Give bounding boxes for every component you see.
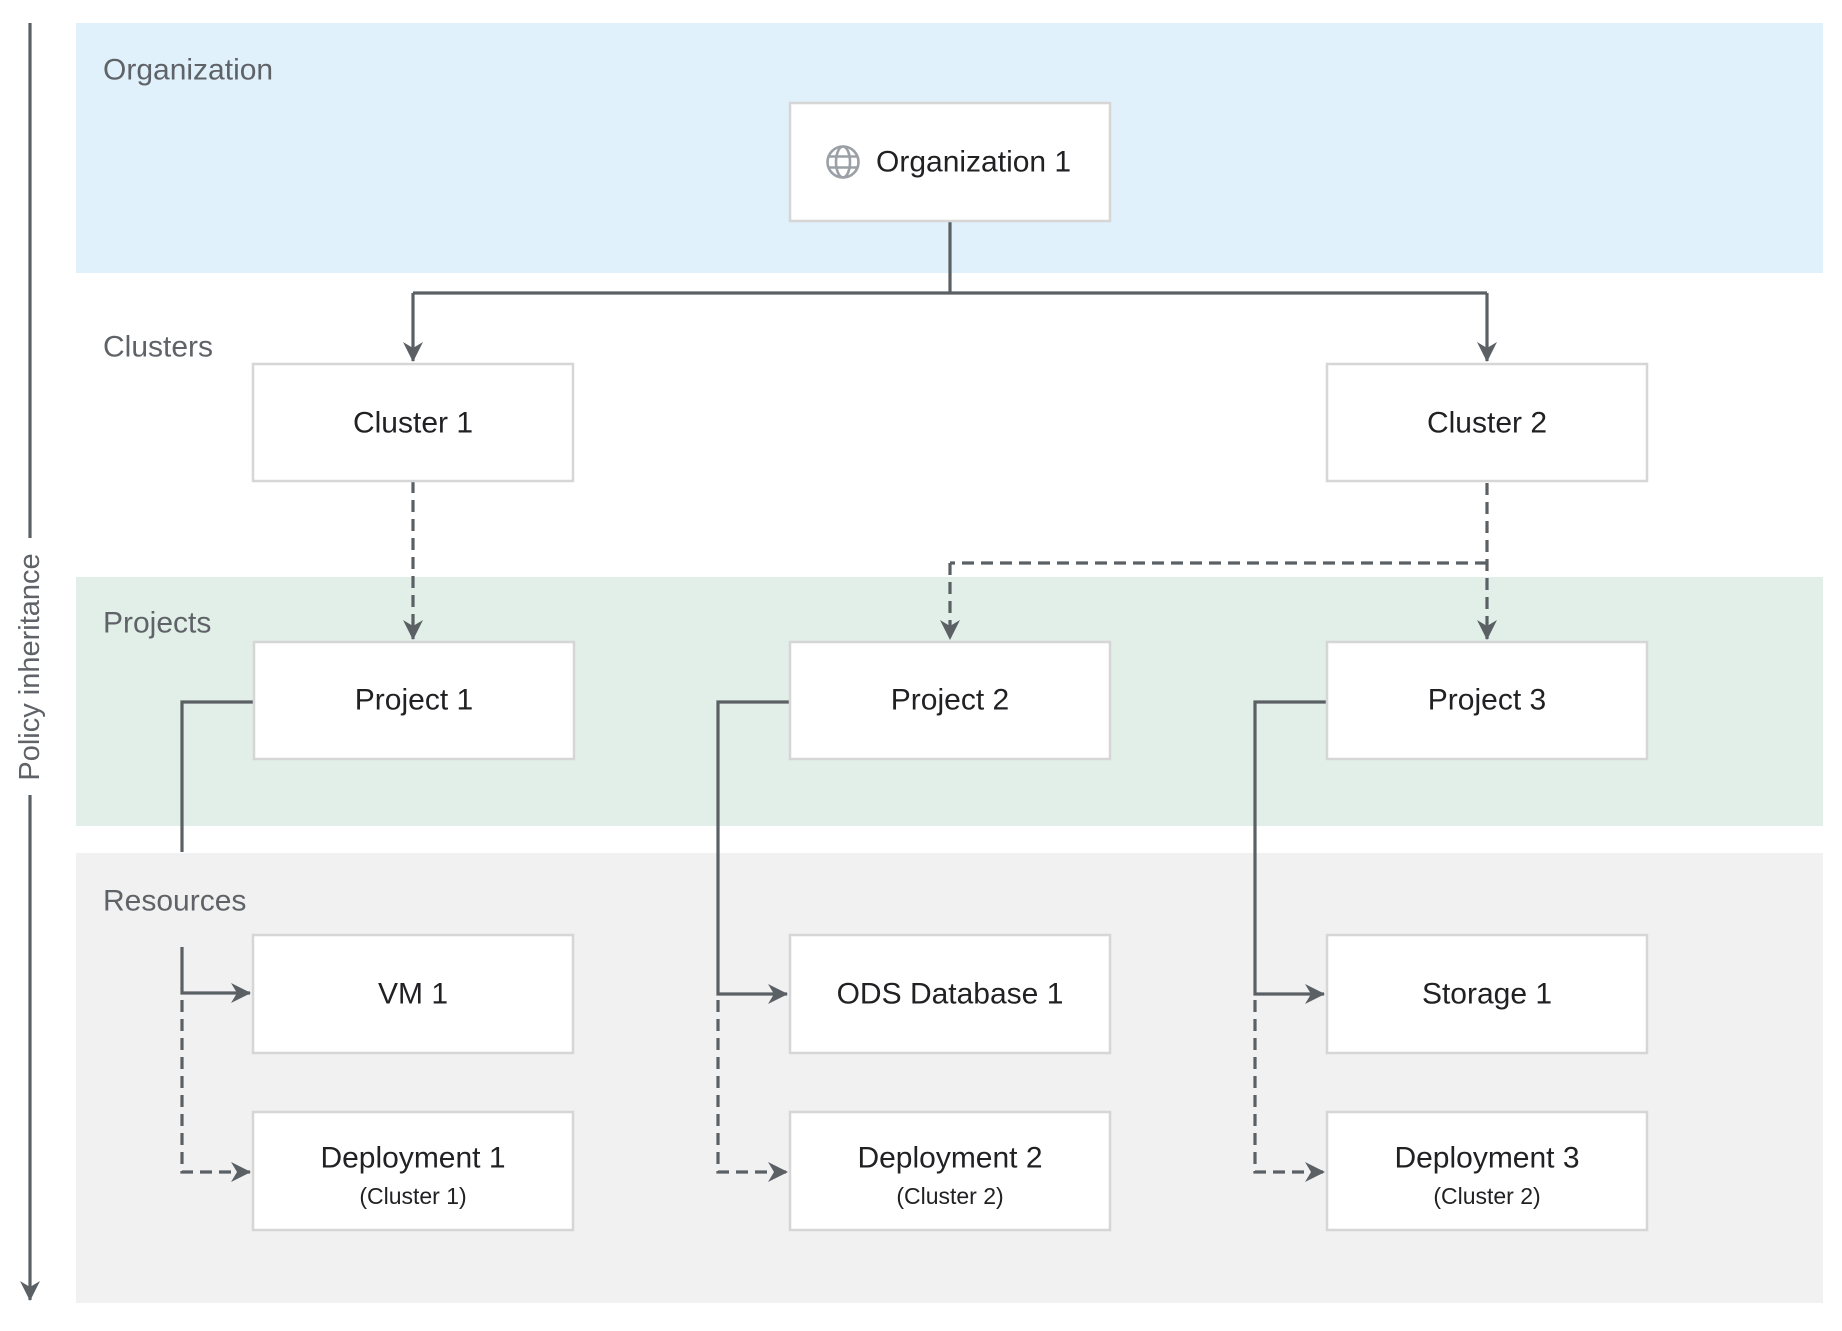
resources-band-label: Resources bbox=[103, 885, 246, 918]
project1-label: Project 1 bbox=[355, 684, 473, 717]
node-deployment2: Deployment 2 (Cluster 2) bbox=[788, 1110, 1112, 1232]
edge-project1-to-deployment1 bbox=[180, 1000, 251, 1182]
edge-project2-to-ods bbox=[716, 700, 790, 1004]
node-project2: Project 2 bbox=[788, 640, 1112, 761]
node-cluster2: Cluster 2 bbox=[1325, 362, 1649, 483]
cluster2-box bbox=[1325, 362, 1649, 483]
project1-box bbox=[252, 640, 576, 761]
clusters-row-label: Clusters bbox=[103, 331, 213, 364]
project3-label: Project 3 bbox=[1428, 684, 1546, 717]
cluster1-box bbox=[251, 362, 575, 483]
node-project3: Project 3 bbox=[1325, 640, 1649, 761]
storage1-label: Storage 1 bbox=[1422, 978, 1552, 1011]
policy-inheritance-label: Policy inheritance bbox=[14, 553, 46, 780]
organization1-box bbox=[788, 101, 1112, 223]
edge-project1-to-vm1 bbox=[180, 947, 251, 1003]
node-deployment1: Deployment 1 (Cluster 1) bbox=[251, 1110, 575, 1232]
deployment1-label: Deployment 1 bbox=[320, 1142, 505, 1175]
globe-icon bbox=[826, 145, 860, 179]
projects-band-label: Projects bbox=[103, 607, 211, 640]
node-vm1: VM 1 bbox=[251, 933, 575, 1055]
policy-inheritance-axis: Policy inheritance bbox=[14, 23, 46, 1301]
edge-project1-stub bbox=[180, 700, 254, 852]
edge-project3-to-storage1 bbox=[1253, 700, 1327, 1004]
deployment3-sublabel: (Cluster 2) bbox=[1433, 1183, 1540, 1209]
organization1-label: Organization 1 bbox=[876, 146, 1071, 179]
node-project1: Project 1 bbox=[252, 640, 576, 761]
project3-box bbox=[1325, 640, 1649, 761]
vm1-label: VM 1 bbox=[378, 978, 448, 1011]
node-organization1: Organization 1 bbox=[788, 101, 1112, 223]
node-cluster1: Cluster 1 bbox=[251, 362, 575, 483]
deployment3-label: Deployment 3 bbox=[1394, 1142, 1579, 1175]
deployment2-label: Deployment 2 bbox=[857, 1142, 1042, 1175]
deployment2-box bbox=[788, 1110, 1112, 1232]
deployment1-sublabel: (Cluster 1) bbox=[359, 1183, 466, 1209]
node-ods-database1: ODS Database 1 bbox=[788, 933, 1112, 1055]
resources-band bbox=[76, 853, 1823, 1303]
ods-database1-label: ODS Database 1 bbox=[837, 978, 1064, 1011]
node-deployment3: Deployment 3 (Cluster 2) bbox=[1325, 1110, 1649, 1232]
ods-database1-box bbox=[788, 933, 1112, 1055]
edge-project3-to-deployment3 bbox=[1253, 1000, 1325, 1182]
edge-project2-to-deployment2 bbox=[716, 1000, 788, 1182]
cluster1-label: Cluster 1 bbox=[353, 407, 473, 440]
vm1-box bbox=[251, 933, 575, 1055]
deployment2-sublabel: (Cluster 2) bbox=[896, 1183, 1003, 1209]
node-storage1: Storage 1 bbox=[1325, 933, 1649, 1055]
project2-label: Project 2 bbox=[891, 684, 1009, 717]
project2-box bbox=[788, 640, 1112, 761]
organization-band-label: Organization bbox=[103, 54, 273, 87]
storage1-box bbox=[1325, 933, 1649, 1055]
deployment3-box bbox=[1325, 1110, 1649, 1232]
cluster2-label: Cluster 2 bbox=[1427, 407, 1547, 440]
deployment1-box bbox=[251, 1110, 575, 1232]
